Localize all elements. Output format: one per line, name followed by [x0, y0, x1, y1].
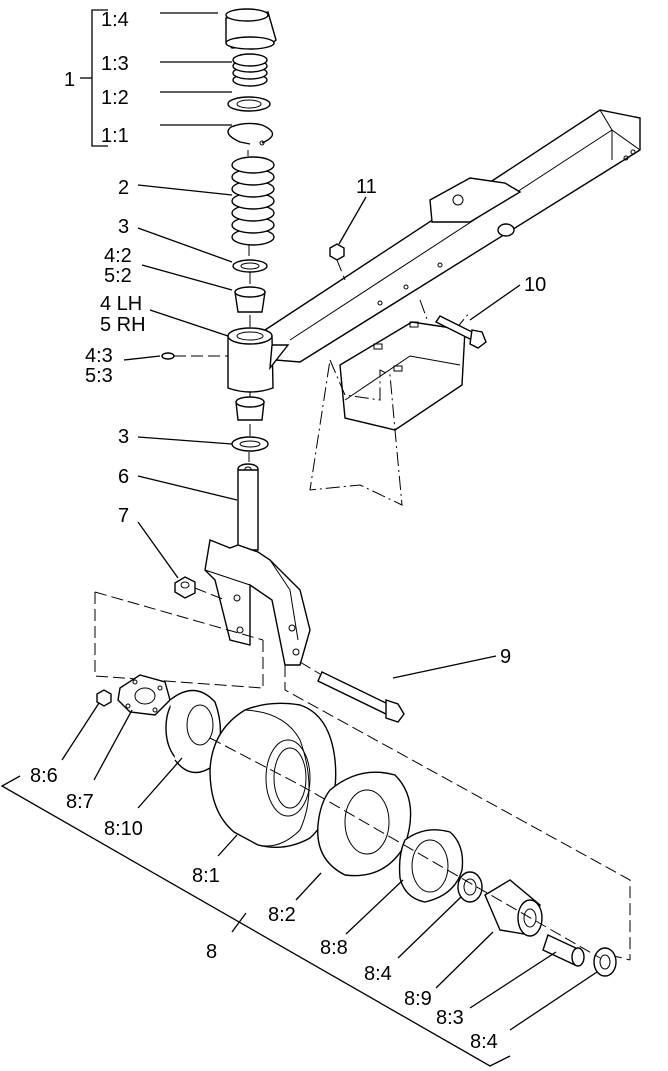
label-8-9: 8:9: [404, 988, 432, 1010]
label-8-2: 8:2: [268, 904, 296, 926]
label-6: 6: [118, 466, 129, 488]
label-5-rh: 5 RH: [100, 314, 146, 336]
label-4-lh: 4 LH: [100, 293, 142, 315]
label-8-8: 8:8: [320, 937, 348, 959]
label-9: 9: [500, 646, 511, 668]
label-8-1: 8:1: [192, 865, 220, 887]
axle-bolt: [299, 661, 405, 723]
label-5-2: 5:2: [104, 265, 132, 287]
cap-assembly: [225, 8, 277, 146]
nut-11: [329, 243, 346, 281]
label-11: 11: [356, 176, 377, 198]
frame-rail: [264, 109, 641, 506]
label-8-6: 8:6: [30, 765, 58, 787]
label-3-lower: 3: [118, 426, 129, 448]
pivot-stack: [161, 150, 290, 475]
label-1-2: 1:2: [101, 87, 129, 109]
label-1: 1: [64, 69, 75, 91]
callout-labels: 1 1:4 1:3 1:2 1:1 2 3 4:2 5:2 4 LH 5 RH …: [30, 9, 546, 1053]
wheel-assembly: [94, 591, 631, 977]
label-5-3: 5:3: [85, 365, 113, 387]
label-10: 10: [524, 274, 546, 296]
label-8-3: 8:3: [436, 1007, 464, 1029]
main-spring: [231, 156, 275, 246]
leader-lines: [0, 9, 598, 1067]
label-1-3: 1:3: [101, 53, 129, 75]
label-8-4-a: 8:4: [364, 963, 392, 985]
label-1-4: 1:4: [101, 9, 129, 31]
label-3-upper: 3: [118, 216, 129, 238]
label-2: 2: [118, 177, 129, 199]
label-8: 8: [206, 941, 217, 963]
label-8-10: 8:10: [104, 818, 143, 840]
caster-fork: [174, 469, 311, 666]
bolt-10: [434, 315, 487, 349]
label-4-2: 4:2: [104, 245, 132, 267]
label-7: 7: [118, 505, 129, 527]
label-8-4-b: 8:4: [470, 1031, 498, 1053]
label-8-7: 8:7: [66, 791, 94, 813]
label-4-3: 4:3: [85, 345, 113, 367]
label-1-1: 1:1: [101, 125, 129, 147]
